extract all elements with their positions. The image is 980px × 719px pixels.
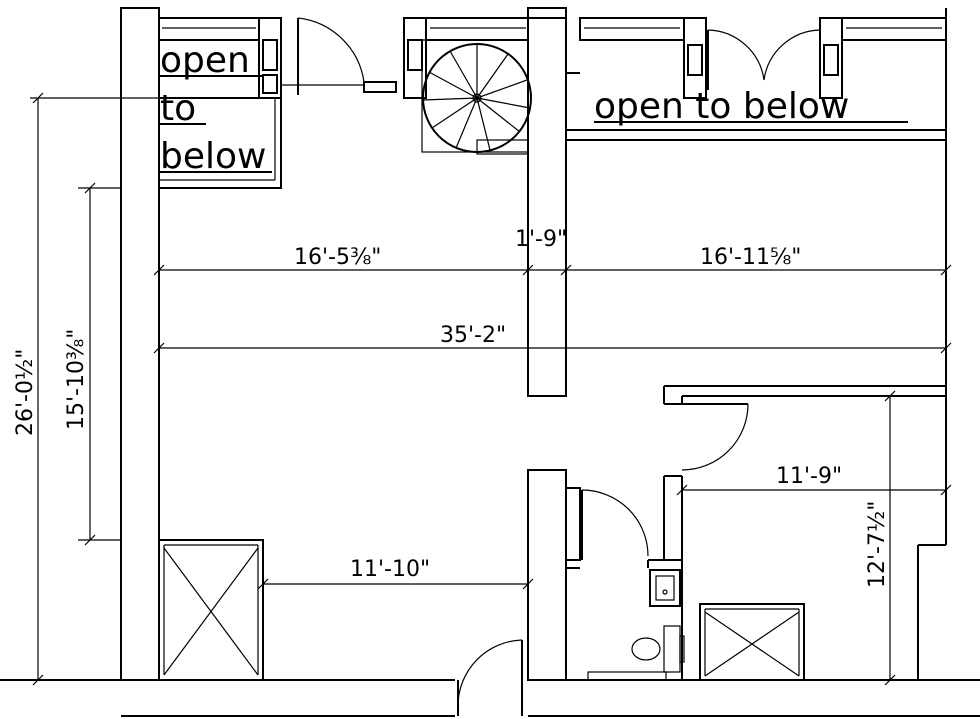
dimension-lines bbox=[30, 92, 952, 686]
walls bbox=[0, 7, 980, 717]
dim-right-room-height: 12'-7½" bbox=[865, 501, 890, 588]
dimension-labels: 16'-5⅜" 1'-9" 16'-11⅝" 35'-2" 11'-10" 11… bbox=[13, 227, 890, 588]
dim-left-wall-height: 15'-10⅜" bbox=[64, 329, 89, 430]
dim-lower-left-width: 11'-10" bbox=[350, 557, 430, 582]
open-to-below-left-line1: open bbox=[160, 40, 250, 81]
shower-box bbox=[699, 603, 805, 681]
area-labels: open to below open to below bbox=[160, 40, 908, 177]
center-column-lower bbox=[527, 469, 567, 681]
open-to-below-left-line3: below bbox=[160, 136, 266, 177]
open-to-below-right: open to below bbox=[594, 86, 849, 127]
dim-lower-right-width: 11'-9" bbox=[776, 464, 842, 489]
center-column-upper bbox=[527, 7, 567, 397]
top-windows bbox=[158, 7, 947, 99]
doors bbox=[281, 17, 821, 716]
dim-center-wall: 1'-9" bbox=[515, 227, 567, 252]
left-exterior-wall bbox=[120, 7, 160, 681]
open-to-below-left-line2: to bbox=[160, 88, 196, 129]
dim-left-room-width: 16'-5⅜" bbox=[294, 245, 381, 270]
fixtures bbox=[158, 539, 805, 681]
dim-overall-height: 26'-0½" bbox=[13, 349, 38, 436]
dim-right-room-width: 16'-11⅝" bbox=[700, 245, 801, 270]
dim-overall-width: 35'-2" bbox=[440, 323, 506, 348]
toilet bbox=[631, 637, 661, 661]
sink bbox=[649, 569, 681, 607]
shaft-box-left bbox=[158, 539, 264, 681]
spiral-staircase bbox=[421, 39, 532, 155]
